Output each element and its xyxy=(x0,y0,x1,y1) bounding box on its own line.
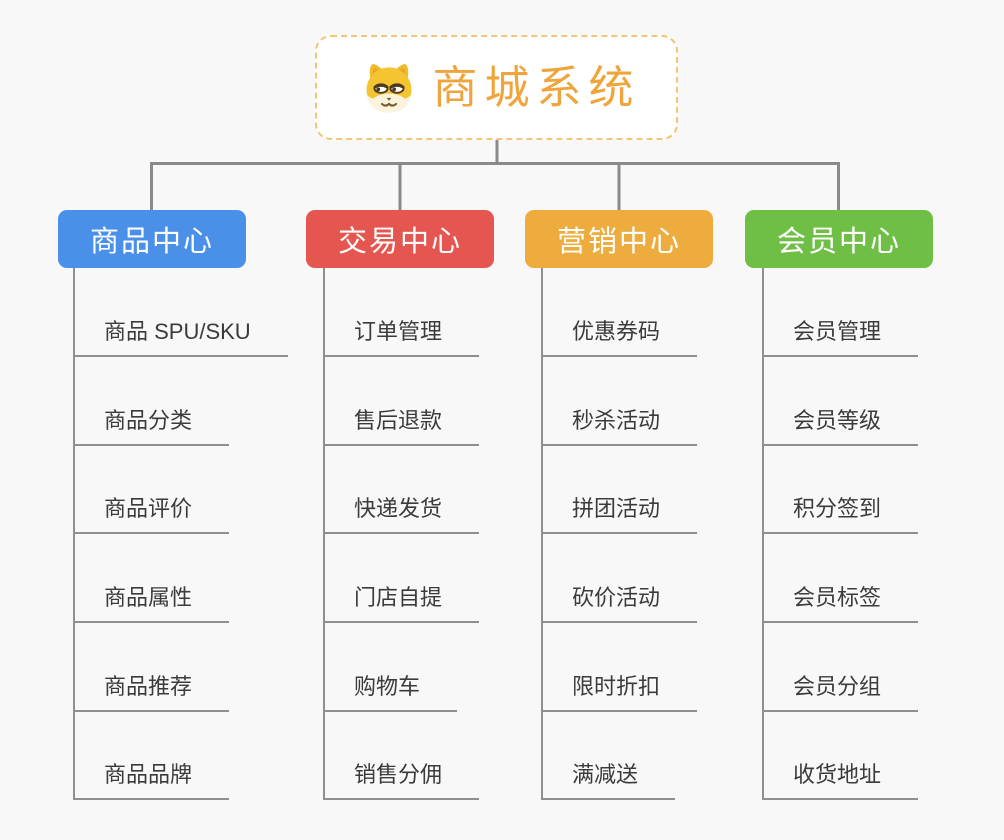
branch-trunk-line xyxy=(762,268,764,800)
subtopic-item[interactable]: 砍价活动 xyxy=(541,583,698,623)
branch-topic-product-center[interactable]: 商品中心 xyxy=(58,210,246,268)
subtopic-item[interactable]: 销售分佣 xyxy=(323,760,480,800)
subtopic-item[interactable]: 优惠券码 xyxy=(541,317,698,357)
subtopic-item[interactable]: 会员分组 xyxy=(762,672,919,712)
branch-trunk-line xyxy=(541,268,543,800)
root-topic[interactable]: 商城系统 xyxy=(315,35,678,140)
subtopic-item[interactable]: 快递发货 xyxy=(323,494,480,534)
root-topic-label: 商城系统 xyxy=(432,62,641,113)
branch-label: 交易中心 xyxy=(337,226,462,258)
subtopic-item[interactable]: 会员标签 xyxy=(762,583,919,623)
subtopic-item[interactable]: 商品评价 xyxy=(73,494,230,534)
subtopic-item[interactable]: 商品推荐 xyxy=(73,672,230,712)
branch-topic-member-center[interactable]: 会员中心 xyxy=(745,210,933,268)
branch-topic-trade-center[interactable]: 交易中心 xyxy=(306,210,494,268)
branch-topic-marketing-center[interactable]: 营销中心 xyxy=(525,210,713,268)
subtopic-item[interactable]: 会员等级 xyxy=(762,406,919,446)
branch-trunk-line xyxy=(73,268,75,800)
subtopic-item[interactable]: 售后退款 xyxy=(323,406,480,446)
subtopic-item[interactable]: 限时折扣 xyxy=(541,672,698,712)
subtopic-item[interactable]: 会员管理 xyxy=(762,317,919,357)
subtopic-item[interactable]: 门店自提 xyxy=(323,583,480,623)
subtopic-item[interactable]: 拼团活动 xyxy=(541,494,698,534)
subtopic-item[interactable]: 满减送 xyxy=(541,760,676,800)
branch-label: 会员中心 xyxy=(776,226,901,258)
subtopic-item[interactable]: 秒杀活动 xyxy=(541,406,698,446)
subtopic-item[interactable]: 购物车 xyxy=(323,672,458,712)
subtopic-item[interactable]: 收货地址 xyxy=(762,760,919,800)
subtopic-item[interactable]: 商品属性 xyxy=(73,583,230,623)
branch-trunk-line xyxy=(323,268,325,800)
subtopic-item[interactable]: 商品分类 xyxy=(73,406,230,446)
subtopic-item[interactable]: 积分签到 xyxy=(762,494,919,534)
subtopic-item[interactable]: 商品品牌 xyxy=(73,760,230,800)
branch-label: 营销中心 xyxy=(556,226,681,258)
subtopic-item[interactable]: 订单管理 xyxy=(323,317,480,357)
dog-face-icon xyxy=(359,58,419,118)
subtopic-item[interactable]: 商品 SPU/SKU xyxy=(73,317,288,357)
branch-label: 商品中心 xyxy=(89,226,214,258)
